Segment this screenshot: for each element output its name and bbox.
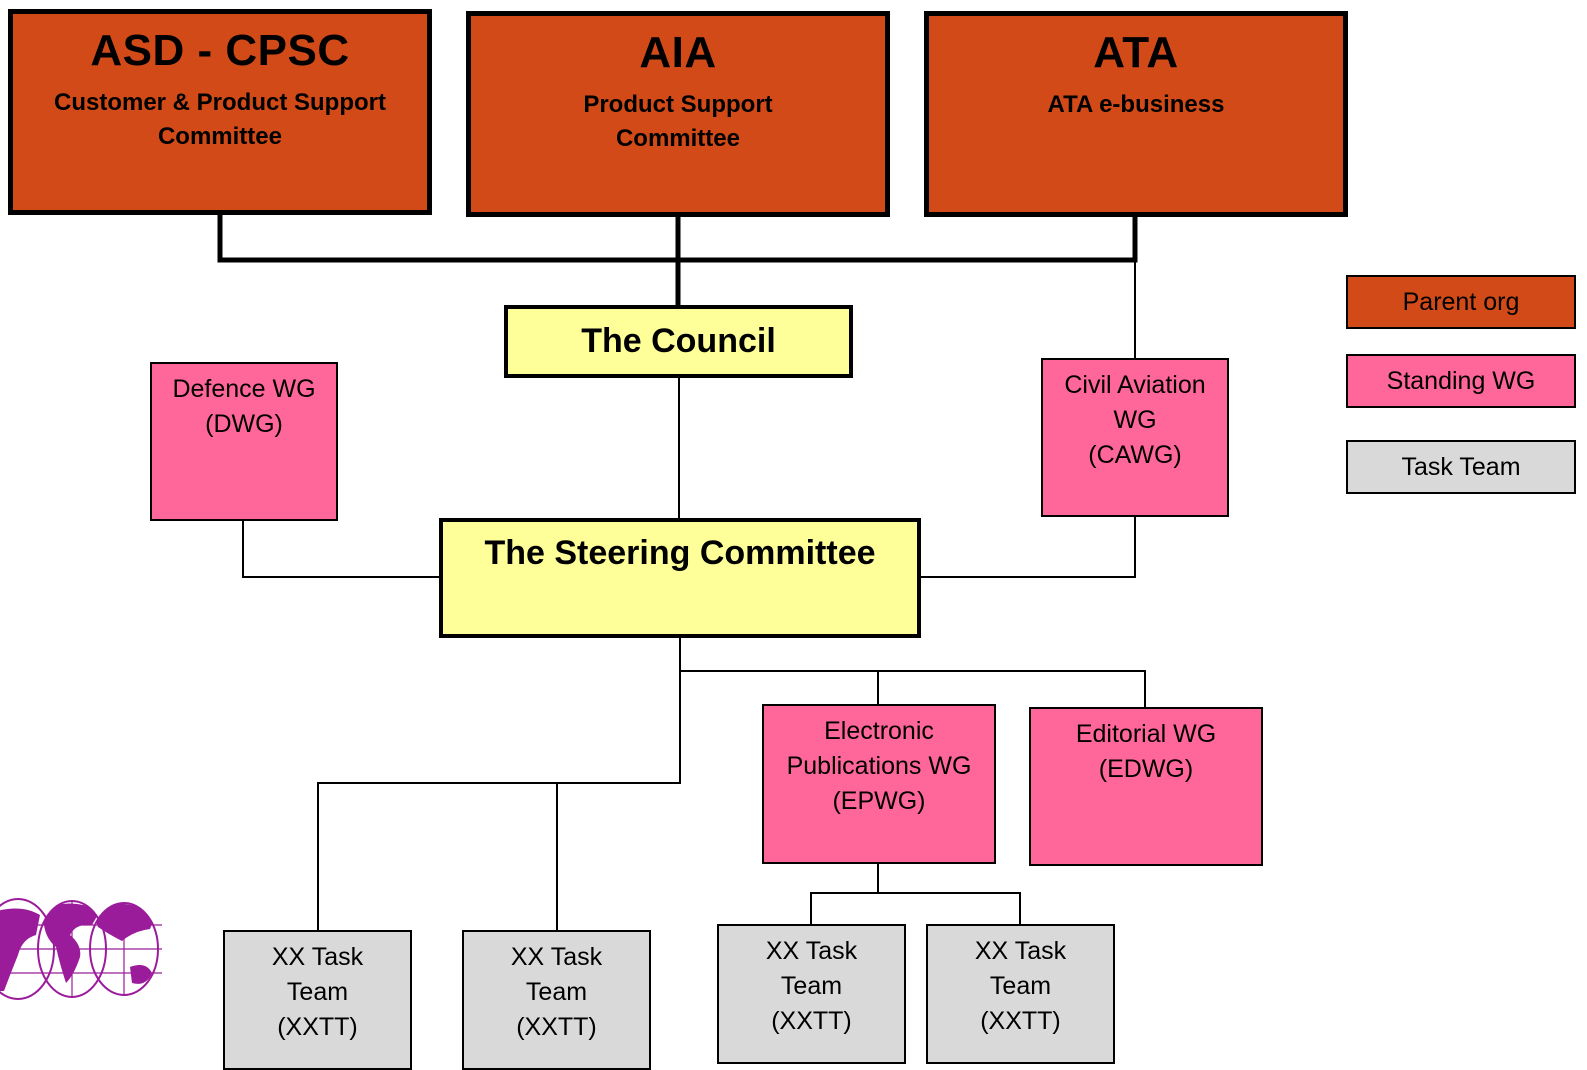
steering-to-wgs-line: [679, 636, 1146, 709]
cawg-to-steering-line: [919, 515, 1136, 578]
electronic-publications-wg-box: Electronic Publications WG (EPWG): [762, 704, 996, 864]
parent-asd-cpsc: ASD - CPSC Customer & Product Support Co…: [8, 9, 432, 215]
parent-ata: ATA ATA e-business: [924, 11, 1348, 217]
parent-aia: AIA Product Support Committee: [466, 11, 890, 217]
task-team-box: XX Task Team (XXTT): [223, 930, 412, 1070]
steering-committee-box: The Steering Committee: [439, 518, 921, 638]
parent-title: AIA: [639, 28, 717, 77]
task-team-box: XX Task Team (XXTT): [926, 924, 1115, 1064]
parent-title: ASD - CPSC: [90, 26, 350, 75]
epwg-to-tasks-line: [810, 862, 1021, 926]
the-council-box: The Council: [504, 305, 853, 378]
steering-label: The Steering Committee: [484, 534, 876, 572]
steering-to-tasks-line: [317, 671, 681, 932]
council-label: The Council: [581, 322, 776, 360]
civil-aviation-wg-box: Civil Aviation WG (CAWG): [1041, 358, 1229, 517]
task-team-box: XX Task Team (XXTT): [717, 924, 906, 1064]
parent-subtitle: Product Support Committee: [583, 91, 773, 152]
editorial-wg-box: Editorial WG (EDWG): [1029, 707, 1263, 866]
legend-task-team: Task Team: [1346, 440, 1576, 494]
task-team-box: XX Task Team (XXTT): [462, 930, 651, 1070]
defence-wg-box: Defence WG (DWG): [150, 362, 338, 521]
parent-subtitle: Customer & Product Support Committee: [53, 89, 386, 150]
legend-standing-wg: Standing WG: [1346, 354, 1576, 408]
globe-icon: [0, 898, 162, 1000]
legend-parent-org: Parent org: [1346, 275, 1576, 329]
parent-title: ATA: [1093, 28, 1179, 77]
dwg-to-steering-line: [242, 519, 441, 578]
parent-subtitle: ATA e-business: [1047, 91, 1225, 118]
